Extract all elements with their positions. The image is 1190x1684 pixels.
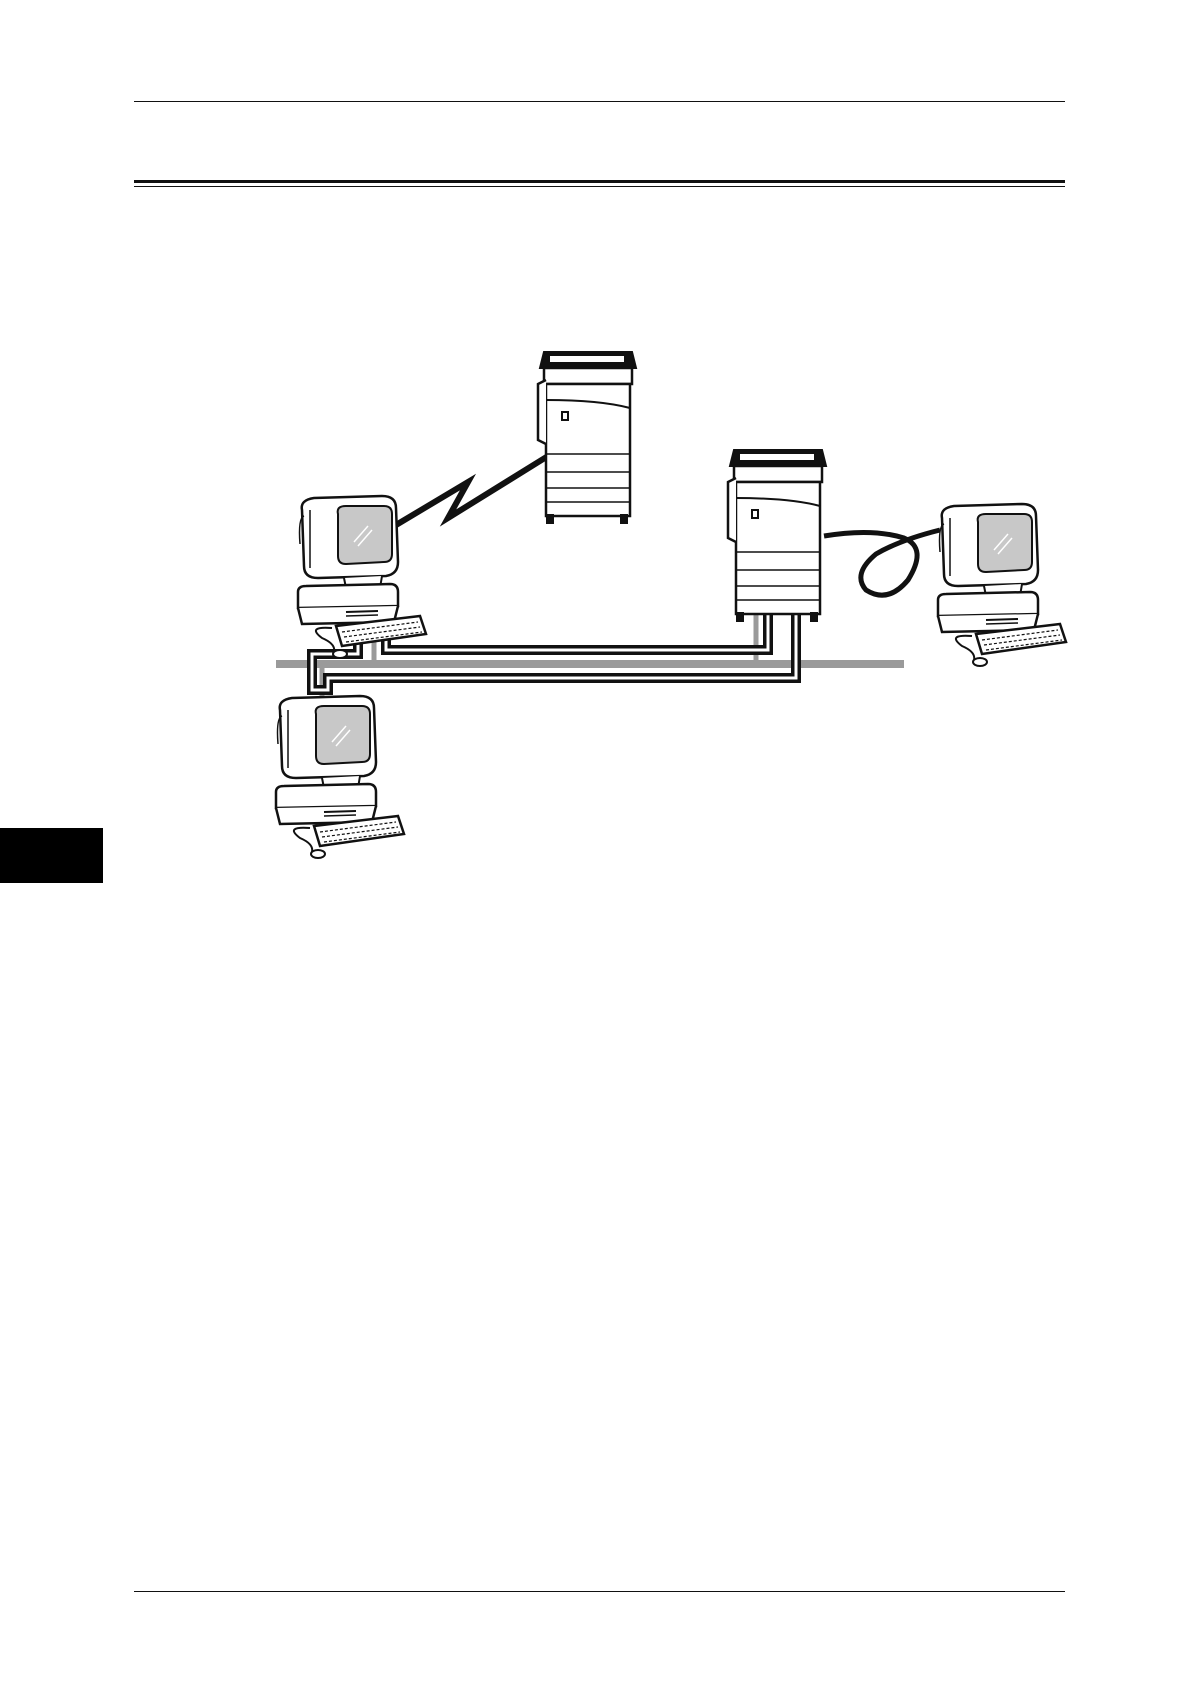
network-bus	[276, 660, 904, 668]
printer-icon	[538, 352, 636, 524]
computer-icon	[276, 696, 404, 858]
wireless-link	[396, 456, 548, 525]
computer-icon	[938, 504, 1066, 666]
printer-icon	[728, 450, 826, 622]
usb-cable	[824, 530, 940, 595]
